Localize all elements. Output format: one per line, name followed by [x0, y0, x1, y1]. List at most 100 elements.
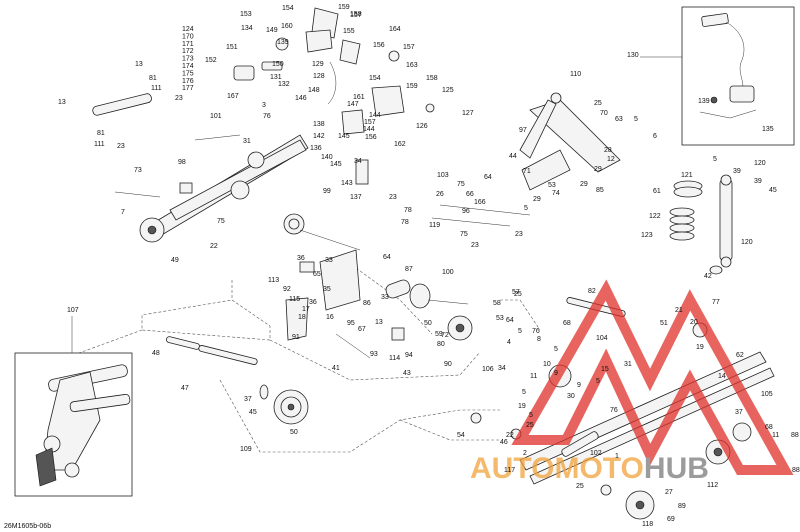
- stacked-callout: 171: [182, 41, 194, 48]
- part-callout: 31: [624, 361, 632, 368]
- part-callout: 35: [323, 286, 331, 293]
- part-callout: 41: [332, 365, 340, 372]
- part-callout: 154: [282, 5, 294, 12]
- part-callout: 9: [577, 382, 581, 389]
- part-callout: 73: [134, 167, 142, 174]
- part-callout: 33: [325, 257, 333, 264]
- slide-rails: [510, 297, 775, 520]
- part-callout: 21: [675, 307, 683, 314]
- part-callout: 23: [389, 194, 397, 201]
- part-callout: 49: [171, 257, 179, 264]
- part-callout: 64: [383, 254, 391, 261]
- part-callout: 34: [354, 158, 362, 165]
- part-callout: 43: [403, 370, 411, 377]
- part-callout: 110: [570, 71, 581, 78]
- part-callout: 81: [97, 130, 105, 137]
- part-callout: 88: [792, 467, 800, 474]
- watermark-text-hub: HUB: [644, 452, 709, 485]
- part-callout: 25: [514, 291, 522, 298]
- part-callout: 125: [442, 87, 454, 94]
- part-callout: 5: [524, 205, 528, 212]
- part-callout: 164: [389, 26, 401, 33]
- part-callout: 63: [615, 116, 623, 123]
- part-callout: 167: [227, 93, 239, 100]
- part-callout: 23: [117, 143, 125, 150]
- stacked-callout: 176: [182, 78, 194, 85]
- part-callout: 51: [660, 320, 668, 327]
- part-callout: 90: [444, 361, 452, 368]
- part-callout: 11: [530, 373, 537, 380]
- part-callout: 147: [347, 101, 359, 108]
- part-callout: 7: [121, 209, 125, 216]
- part-callout: 156: [373, 42, 385, 49]
- part-callout: 150: [272, 61, 284, 68]
- part-callout: 145: [338, 133, 350, 140]
- part-callout: 152: [205, 57, 217, 64]
- part-callout: 37: [735, 409, 743, 416]
- part-callout: 134: [241, 25, 253, 32]
- rear-arm-assembly: [431, 92, 621, 227]
- part-callout: 46: [500, 439, 508, 446]
- part-callout: 78: [401, 219, 409, 226]
- part-callout: 30: [567, 393, 575, 400]
- part-callout: 64: [506, 317, 514, 324]
- part-callout: 149: [266, 27, 278, 34]
- stacked-callout: 174: [182, 63, 194, 70]
- part-callout: 139: [277, 39, 289, 46]
- part-callout: 117: [504, 467, 515, 474]
- part-callout: 75: [457, 181, 465, 188]
- part-callout: 138: [313, 121, 325, 128]
- part-callout: 118: [642, 521, 653, 528]
- part-callout: 120: [741, 239, 753, 246]
- part-callout: 77: [712, 299, 720, 306]
- part-callout: 156: [365, 134, 377, 141]
- part-callout: 95: [347, 320, 355, 327]
- part-callout: 5: [518, 328, 522, 335]
- autom-watermark-logo: AUTOMOTOHUB: [470, 279, 794, 485]
- part-callout: 42: [704, 273, 712, 280]
- part-callout: 92: [283, 286, 291, 293]
- part-callout: 45: [249, 409, 257, 416]
- part-callout: 161: [353, 94, 365, 101]
- part-callout: 75: [217, 218, 225, 225]
- part-callout: 81: [149, 75, 157, 82]
- part-callout: 11: [772, 432, 779, 439]
- part-callout: 67: [358, 326, 366, 333]
- part-callout: 78: [404, 207, 412, 214]
- part-callout: 113: [268, 277, 279, 284]
- part-callout: 121: [681, 172, 693, 179]
- part-callout: 65: [313, 271, 321, 278]
- stacked-callout: 124: [182, 26, 194, 33]
- part-callout: 76: [532, 328, 540, 335]
- part-callout: 86: [363, 300, 371, 307]
- part-callout: 31: [243, 138, 251, 145]
- part-callout: 44: [509, 153, 517, 160]
- part-callout: 140: [321, 154, 333, 161]
- part-callout: 18: [298, 314, 306, 321]
- stacked-callout: 173: [182, 56, 194, 63]
- part-callout: 39: [733, 168, 741, 175]
- part-callout: 143: [341, 180, 353, 187]
- part-callout: 119: [429, 222, 440, 229]
- part-callout: 157: [403, 44, 415, 51]
- part-callout: 130: [627, 52, 639, 59]
- part-callout: 111: [94, 141, 105, 148]
- part-callout: 160: [281, 23, 293, 30]
- part-callout: 103: [437, 172, 449, 179]
- part-callout: 33: [381, 294, 389, 301]
- part-callout: 88: [791, 432, 799, 439]
- part-callout: 25: [526, 422, 534, 429]
- part-callout: 9: [554, 370, 558, 377]
- part-callout: 128: [313, 73, 325, 80]
- watermark-text-moto: MOTO: [554, 452, 643, 485]
- part-callout: 76: [263, 113, 271, 120]
- part-callout: 19: [696, 344, 704, 351]
- part-callout: 122: [649, 213, 661, 220]
- part-callout: 22: [506, 432, 514, 439]
- part-callout: 112: [707, 482, 718, 489]
- part-callout: 25: [594, 100, 602, 107]
- shock-and-springs: [669, 174, 733, 275]
- part-callout: 111: [151, 85, 162, 92]
- part-callout: 135: [762, 126, 774, 133]
